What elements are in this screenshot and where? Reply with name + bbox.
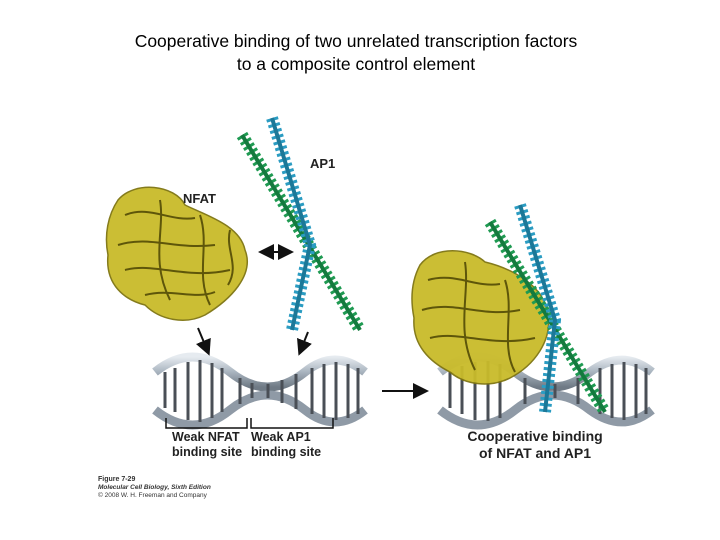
nfat-down-arrow-icon [196, 327, 211, 356]
ap1-helix-blue-left [266, 116, 317, 332]
ap1-label: AP1 [310, 156, 336, 171]
nfat-protein-left [105, 186, 248, 321]
binding-site-bracket [165, 418, 334, 429]
ap1-helix-green-left [236, 131, 366, 334]
ap1-helix-blue-right [514, 203, 562, 413]
coop-line-1: Cooperative binding [467, 428, 603, 444]
figure-number: Figure 7-29 [98, 476, 136, 483]
title-line-1: Cooperative binding of two unrelated tra… [134, 31, 578, 51]
weak-nfat-line-1: Weak NFAT [172, 430, 240, 444]
ap1-down-arrow-icon [297, 331, 312, 356]
book-title: Molecular Cell Biology, Sixth Edition [98, 484, 211, 491]
weak-ap1-site-label: Weak AP1 binding site [251, 430, 321, 460]
weak-nfat-site-label: Weak NFAT binding site [172, 430, 242, 460]
title-line-2: to a composite control element [236, 54, 476, 74]
ap1-helix-green-right [484, 218, 611, 416]
coop-line-2: of NFAT and AP1 [479, 445, 591, 461]
copyright-text: © 2008 W. H. Freeman and Company [98, 492, 207, 499]
nfat-protein-right [411, 250, 550, 385]
weak-ap1-line-1: Weak AP1 [251, 430, 311, 444]
dna-helix-left [152, 352, 368, 430]
nfat-label: NFAT [183, 191, 216, 206]
cooperative-binding-label: Cooperative binding of NFAT and AP1 [455, 428, 615, 462]
weak-nfat-line-2: binding site [172, 445, 243, 459]
diagram-title: Cooperative binding of two unrelated tra… [0, 30, 712, 76]
weak-ap1-line-2: binding site [251, 445, 322, 459]
figure-credit: Figure 7-29 Molecular Cell Biology, Sixt… [98, 476, 211, 500]
